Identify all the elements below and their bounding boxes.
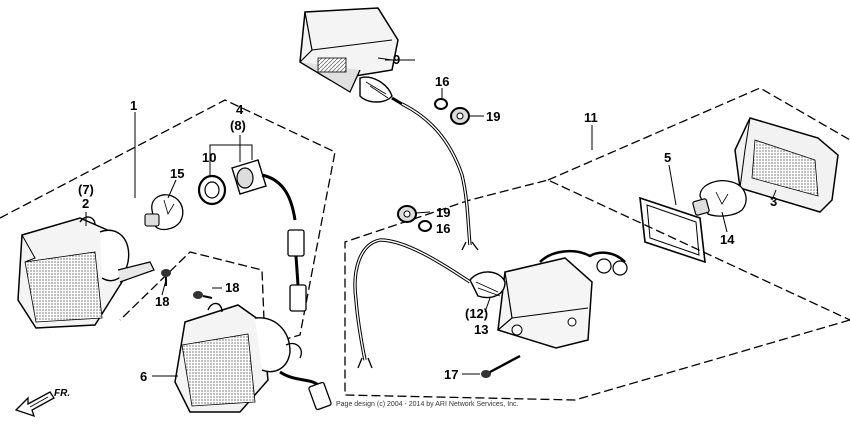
- callout-11: 11: [584, 110, 598, 125]
- callout-3: 3: [770, 194, 777, 209]
- callout-19b: 19: [436, 205, 450, 220]
- assembly-outline-right: [344, 87, 850, 401]
- part-19-nut-top: [450, 107, 470, 125]
- part-5-gasket: [639, 196, 706, 264]
- callout-18a: 18: [155, 294, 169, 309]
- part-1-turn-signal-left: [17, 216, 155, 329]
- front-direction-arrow: FR.: [14, 388, 70, 418]
- part-4-socket: [231, 159, 307, 312]
- callout-17: 17: [444, 367, 458, 382]
- part-14-bulb: [692, 180, 747, 217]
- part-15-bulb: [144, 194, 184, 231]
- callout-12: (12): [465, 306, 488, 321]
- part-10-seal: [197, 174, 227, 206]
- callout-1: 1: [130, 98, 137, 113]
- part-18-screw-b: [193, 291, 213, 299]
- part-17-screw: [481, 354, 521, 378]
- callout-14: 14: [720, 232, 735, 247]
- part-16-washer-top: [434, 98, 448, 110]
- callouts: 1 (7) 2 4 (8) 10 15 9 16 19 11 5 3 14 19…: [78, 52, 777, 384]
- callout-8: (8): [230, 118, 246, 133]
- callout-5: 5: [664, 150, 671, 165]
- callout-10: 10: [202, 150, 216, 165]
- callout-4: 4: [236, 102, 244, 117]
- callout-16b: 16: [436, 221, 450, 236]
- part-6-turn-signal-bottom: [174, 302, 332, 413]
- copyright-text: Page design (c) 2004 - 2014 by ARI Netwo…: [336, 401, 519, 408]
- direction-label: FR.: [54, 388, 70, 399]
- part-11-turn-signal-right: [353, 238, 628, 369]
- callout-16a: 16: [435, 74, 449, 89]
- part-18-screw-a: [161, 269, 171, 286]
- part-16-washer-mid: [418, 220, 432, 232]
- callout-9: 9: [393, 52, 400, 67]
- leader-lines: [85, 57, 777, 377]
- callout-2: 2: [82, 196, 89, 211]
- callout-19a: 19: [486, 109, 500, 124]
- part-3-lens: [734, 117, 839, 213]
- callout-15: 15: [170, 166, 184, 181]
- callout-18b: 18: [225, 280, 239, 295]
- callout-6: 6: [140, 369, 147, 384]
- part-19-nut-mid: [397, 205, 417, 223]
- callout-13: 13: [474, 322, 488, 337]
- part-9-turn-signal-top: [299, 7, 479, 251]
- callout-7: (7): [78, 182, 94, 197]
